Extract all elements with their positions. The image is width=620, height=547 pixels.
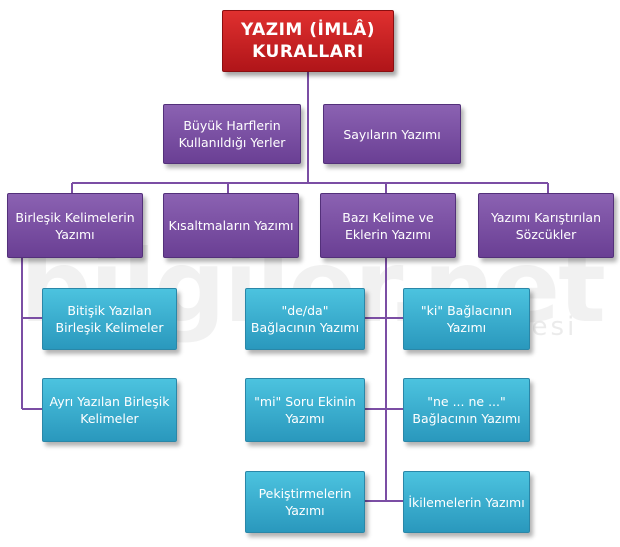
node-sayilar: Sayıların Yazımı [323,104,461,164]
node-ki: "ki" Bağlacının Yazımı [403,288,530,350]
node-birlesik: Birleşik Kelimelerin Yazımı [7,193,143,258]
node-ayri: Ayrı Yazılan Birleşik Kelimeler [42,378,177,442]
node-birlesik-label: Birleşik Kelimelerin Yazımı [15,209,135,242]
node-ne-ne-label: "ne ... ne ..." Bağlacının Yazımı [412,394,521,426]
node-kisaltma: Kısaltmaların Yazımı [163,193,299,258]
node-buyuk-harf-label: Büyük Harflerin Kullanıldığı Yerler [178,118,286,150]
node-ki-label: "ki" Bağlacının Yazımı [420,303,513,335]
node-de-da: "de/da" Bağlacının Yazımı [245,288,365,350]
node-sayilar-label: Sayıların Yazımı [343,126,441,142]
node-ne-ne: "ne ... ne ..." Bağlacının Yazımı [403,378,530,442]
node-pekistirme: Pekiştirmelerin Yazımı [245,471,365,533]
node-ikileme-label: İkilemelerin Yazımı [408,494,525,510]
node-mi-label: "mi" Soru Ekinin Yazımı [254,394,356,426]
node-root-label: YAZIM (İMLÂ) KURALLARI [240,20,376,62]
node-bazi-kelime: Bazı Kelime ve Eklerin Yazımı [320,193,456,258]
node-mi: "mi" Soru Ekinin Yazımı [245,378,365,442]
node-buyuk-harf: Büyük Harflerin Kullanıldığı Yerler [163,104,301,164]
node-karistirilan: Yazımı Karıştırılan Sözcükler [478,193,614,258]
node-bitisik-label: Bitişik Yazılan Birleşik Kelimeler [55,303,164,335]
node-ikileme: İkilemelerin Yazımı [403,471,530,533]
node-kisaltma-label: Kısaltmaların Yazımı [168,218,294,233]
node-ayri-label: Ayrı Yazılan Birleşik Kelimeler [49,394,170,426]
node-de-da-label: "de/da" Bağlacının Yazımı [250,303,360,335]
node-karistirilan-label: Yazımı Karıştırılan Sözcükler [490,209,602,242]
node-pekistirme-label: Pekiştirmelerin Yazımı [258,486,352,518]
node-root: YAZIM (İMLÂ) KURALLARI [222,10,394,72]
node-bazi-kelime-label: Bazı Kelime ve Eklerin Yazımı [342,209,434,242]
node-bitisik: Bitişik Yazılan Birleşik Kelimeler [42,288,177,350]
